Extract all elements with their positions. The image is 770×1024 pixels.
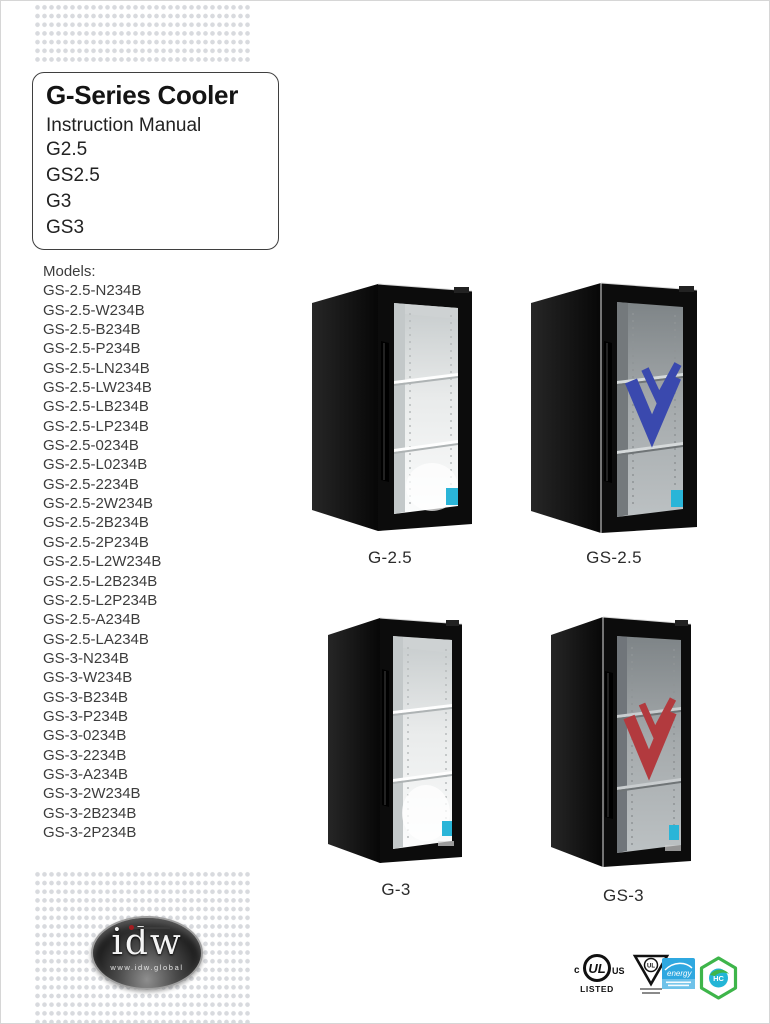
- model-item: GS-2.5-L0234B: [43, 456, 148, 474]
- energy-star-icon: energy: [662, 958, 695, 989]
- cooler-image-gs25: [531, 282, 698, 533]
- variant-gs3: GS3: [46, 217, 85, 238]
- model-item: GS-2.5-0234B: [43, 437, 139, 455]
- model-item: GS-2.5-A234B: [43, 611, 141, 629]
- model-item: GS-3-2P234B: [43, 823, 137, 841]
- door-sticker: [669, 825, 679, 840]
- variant-g3: G3: [46, 191, 72, 212]
- idw-red-dot-icon: [129, 925, 134, 930]
- idw-logo: idw www.idw.global: [91, 916, 203, 990]
- energy-word: energy: [667, 969, 692, 978]
- product-figure-g3: G-3: [316, 611, 476, 900]
- idw-logo-text: idw: [111, 922, 183, 963]
- model-item: GS-3-2234B: [43, 746, 127, 764]
- door-sticker: [446, 488, 458, 505]
- product-label-g25: G-2.5: [367, 548, 413, 567]
- door-sticker: [442, 821, 452, 836]
- product-figure-g25: G-2.5: [304, 279, 476, 568]
- title-box: G-Series Cooler Instruction Manual G2.5 …: [32, 72, 279, 250]
- ul-c-label: c: [574, 965, 580, 976]
- model-item: GS-3-P234B: [43, 707, 129, 725]
- ul-listed-label: LISTED: [580, 984, 614, 994]
- model-item: GS-2.5-2234B: [43, 475, 139, 493]
- ul-letters: UL: [588, 961, 606, 976]
- v-logo-blue: [625, 362, 682, 448]
- cooler-image-g3: [328, 617, 463, 863]
- model-item: GS-3-B234B: [43, 688, 129, 706]
- model-item: GS-2.5-LB234B: [43, 398, 149, 416]
- model-item: GS-2.5-2B234B: [43, 514, 149, 532]
- cooler-image-g25: [312, 283, 473, 531]
- ul-circle-icon: UL: [583, 954, 611, 982]
- halftone-pattern-top: [34, 3, 251, 64]
- model-item: GS-3-W234B: [43, 669, 133, 687]
- sanitation-triangle-icon: UL: [632, 954, 670, 994]
- sanitation-ul-letters: UL: [647, 964, 655, 970]
- model-item: GS-2.5-W234B: [43, 301, 145, 319]
- models-heading: Models:: [43, 263, 96, 280]
- page-subtitle: Instruction Manual: [46, 115, 202, 136]
- product-figure-gs25: GS-2.5: [525, 277, 703, 568]
- model-item: GS-3-2B234B: [43, 804, 137, 822]
- models-list: Models: GS-2.5-N234B GS-2.5-W234B GS-2.5…: [43, 262, 161, 842]
- model-item: GS-2.5-LA234B: [43, 630, 149, 648]
- door-sticker: [671, 490, 683, 507]
- model-item: GS-2.5-L2P234B: [43, 591, 158, 609]
- model-item: GS-3-A234B: [43, 765, 129, 783]
- model-item: GS-2.5-2P234B: [43, 533, 149, 551]
- model-item: GS-3-2W234B: [43, 785, 141, 803]
- cooler-image-gs3: [551, 616, 692, 867]
- energy-star-logo: energy: [662, 958, 695, 989]
- idw-url-text: www.idw.global: [110, 963, 184, 972]
- variant-gs25: GS2.5: [46, 165, 100, 186]
- model-item: GS-3-0234B: [43, 727, 127, 745]
- product-figure-gs3: GS-3: [541, 609, 706, 906]
- hc-letters: HC: [713, 974, 724, 983]
- model-item: GS-2.5-LP234B: [43, 417, 149, 435]
- model-item: GS-2.5-B234B: [43, 321, 141, 339]
- model-item: GS-2.5-L2W234B: [43, 553, 162, 571]
- model-item: GS-2.5-LW234B: [43, 379, 152, 397]
- idw-accent-line: [134, 927, 170, 929]
- ul-listed-mark: c UL US LISTED: [574, 954, 627, 996]
- v-logo-red: [623, 697, 677, 781]
- variant-g25: G2.5: [46, 139, 88, 160]
- model-item: GS-2.5-N234B: [43, 282, 142, 300]
- model-item: GS-2.5-2W234B: [43, 495, 154, 513]
- model-item: GS-2.5-P234B: [43, 340, 141, 358]
- hc-refrigerant-logo: HC: [699, 956, 738, 1000]
- model-item: GS-3-N234B: [43, 649, 129, 667]
- ul-us-label: US: [612, 966, 625, 976]
- model-item: GS-2.5-LN234B: [43, 359, 150, 377]
- ul-sanitation-mark: UL: [632, 952, 670, 998]
- hc-hexagon-icon: HC: [699, 956, 738, 1000]
- product-label-gs25: GS-2.5: [586, 548, 642, 567]
- model-item: GS-2.5-L2B234B: [43, 572, 158, 590]
- page-title: G-Series Cooler: [46, 80, 239, 110]
- product-label-g3: G-3: [381, 880, 411, 899]
- product-label-gs3: GS-3: [603, 886, 644, 905]
